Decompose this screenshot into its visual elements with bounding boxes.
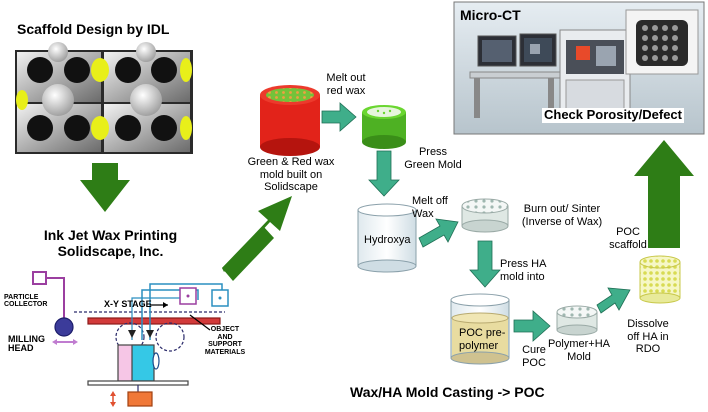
ha-disc: [461, 198, 509, 233]
press-ha-line2: mold into: [500, 270, 545, 283]
milling-head-line1: MILLING: [8, 334, 45, 344]
melt-off-line2: Wax: [412, 207, 434, 220]
poc-prepolymer-line2: polymer: [459, 339, 499, 352]
object-line2: AND: [217, 333, 233, 341]
poc-prepolymer-beaker: [450, 293, 510, 365]
melt-off-label: Melt off Wax: [412, 195, 448, 220]
check-porosity-label: Check Porosity/Defect: [542, 107, 684, 123]
arrow-press-ha: [469, 240, 501, 288]
melt-out-line1: Melt out: [326, 72, 366, 84]
particle-collector-label: PARTICLE COLLECTOR: [4, 294, 47, 309]
object-line3: SUPPORT: [208, 341, 242, 349]
melt-out-label: Melt out red wax: [318, 72, 374, 97]
hydroxya-beaker: [357, 203, 417, 273]
cure-line1: Cure: [522, 344, 546, 356]
dissolve-line3: RDO: [635, 343, 661, 356]
printing-title-line1: Ink Jet Wax Printing: [43, 227, 178, 243]
polymer-ha-disc: [556, 305, 598, 336]
dissolve-line1: Dissolve: [627, 318, 669, 330]
burn-out-line2: (Inverse of Wax): [521, 215, 603, 228]
polymer-ha-line1: Polymer+HA: [547, 338, 611, 350]
burn-out-line1: Burn out/ Sinter: [523, 203, 601, 215]
hydroxya-label: Hydroxya: [364, 234, 411, 246]
object-support-label: OBJECT AND SUPPORT MATERIALS: [196, 326, 254, 357]
particle-collector-line2: COLLECTOR: [4, 301, 48, 309]
printing-title-line2: Solidscape, Inc.: [57, 243, 164, 260]
press-ha-label: Press HA mold into: [500, 258, 546, 283]
polymer-ha-label: Polymer+HA Mold: [546, 338, 612, 363]
press-green-label: Press Green Mold: [398, 146, 468, 171]
poc-scaffold-cylinder: [639, 255, 681, 304]
cure-label: Cure POC: [516, 344, 552, 369]
arrow-down-left: [80, 163, 130, 212]
dissolve-line2: off HA in: [627, 330, 669, 343]
press-ha-line1: Press HA: [500, 258, 547, 270]
melt-off-line1: Melt off: [412, 195, 448, 207]
micro-ct-title: Micro-CT: [460, 7, 521, 23]
poc-prepolymer-label: POC pre- polymer: [459, 327, 505, 352]
poc-prepolymer-line1: POC pre-: [459, 327, 506, 339]
scaffold-design-image: [15, 42, 193, 154]
bottom-title: Wax/HA Mold Casting -> POC: [350, 384, 545, 400]
burn-out-label: Burn out/ Sinter (Inverse of Wax): [512, 203, 612, 228]
mold-caption-line2: mold built on: [259, 168, 323, 181]
milling-head-label: MILLING HEAD: [8, 334, 45, 354]
mold-caption-line1: Green & Red wax: [247, 156, 335, 168]
arrow-melt-off: [418, 218, 459, 248]
arrow-melt-out: [321, 102, 357, 132]
poc-scaffold-line2: scaffold: [609, 238, 647, 251]
arrow-cure: [513, 310, 551, 342]
poc-scaffold-line1: POC: [616, 226, 640, 238]
melt-out-line2: red wax: [326, 84, 366, 97]
mold-caption: Green & Red wax mold built on Solidscape: [236, 156, 346, 194]
xy-stage-label: X-Y STAGE: [104, 299, 152, 309]
arrow-up-right: [634, 140, 694, 248]
green-mold-cylinder: [362, 105, 406, 149]
particle-collector-line1: PARTICLE: [4, 294, 39, 301]
printer-schematic: [32, 271, 229, 407]
printing-title: Ink Jet Wax Printing Solidscape, Inc.: [18, 227, 203, 259]
milling-head-line2: HEAD: [8, 343, 34, 354]
dissolve-label: Dissolve off HA in RDO: [618, 318, 678, 356]
press-green-line1: Press: [418, 146, 448, 158]
arrow-press-green: [368, 150, 400, 197]
press-green-line2: Green Mold: [404, 158, 462, 171]
object-line4: MATERIALS: [204, 349, 246, 357]
mold-caption-line3: Solidscape: [264, 181, 318, 194]
arrow-dissolve: [596, 287, 631, 314]
wax-mold-cylinder: [260, 85, 320, 156]
object-line1: OBJECT: [210, 326, 240, 333]
cure-line2: POC: [522, 356, 546, 369]
poc-scaffold-label: POC scaffold: [603, 226, 653, 251]
scaffold-design-title: Scaffold Design by IDL: [17, 21, 170, 37]
polymer-ha-line2: Mold: [567, 350, 591, 363]
